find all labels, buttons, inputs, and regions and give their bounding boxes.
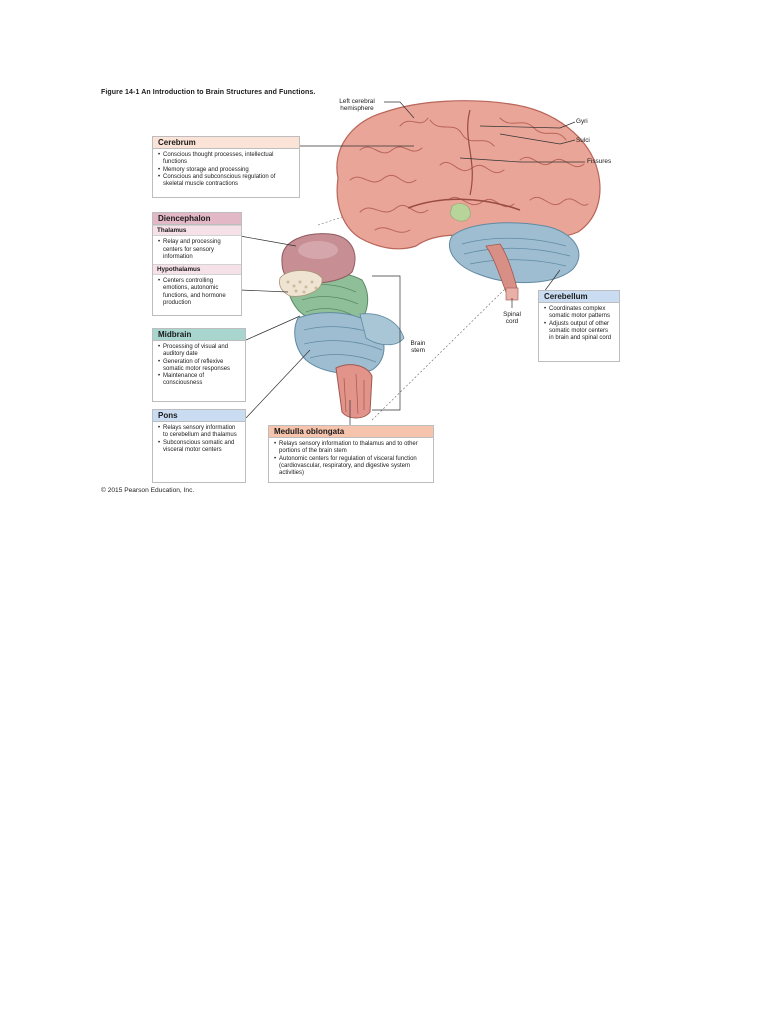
hypothalamus-subtitle: Hypothalamus [153,264,241,276]
leader-gyri [479,121,576,129]
list-item: Centers controlling emotions, autonomic … [158,278,236,307]
lateral-fissure [407,198,521,211]
list-item: Generation of reflexive somatic motor re… [158,359,240,373]
midbrain-title: Midbrain [153,329,245,342]
brain-stem-bracket [372,275,401,411]
list-item: Relays sensory information to cerebellum… [158,425,240,439]
cerebrum-shape [336,100,601,250]
list-item: Memory storage and processing [158,167,294,174]
thalamus-list: Relay and processing centers for sensory… [153,236,241,264]
list-item: Relays sensory information to thalamus a… [274,441,428,455]
diencephalon-title: Diencephalon [153,213,241,226]
midbrain-box: Midbrain Processing of visual and audito… [152,328,246,402]
leader-fissures [459,157,585,163]
cerebellum-list: Coordinates complex somatic motor patter… [539,303,619,345]
cerebellar-peduncle [359,313,405,346]
label-fissures: Fissures [587,158,612,165]
medulla-list: Relays sensory information to thalamus a… [269,438,433,480]
list-item: Autonomic centers for regulation of visc… [274,456,428,478]
diencephalon-box: Diencephalon Thalamus Relay and processi… [152,212,242,316]
leader-pons [245,349,311,419]
pons-box: Pons Relays sensory information to cereb… [152,409,246,483]
medulla-shape [335,364,373,419]
cerebellum-shape [449,222,580,284]
leader-thalamus [239,235,297,247]
figure-title: Figure 14-1 An Introduction to Brain Str… [101,89,316,96]
cerebellum-title: Cerebellum [539,291,619,304]
pons-title: Pons [153,410,245,423]
insula-patch [449,203,471,222]
cerebrum-list: Conscious thought processes, intellectua… [153,149,299,191]
cerebrum-gyri [349,117,589,233]
list-item: Subconscious somatic and visceral motor … [158,440,240,454]
hypothalamus-shape [279,270,323,297]
leader-hypothalamus [239,289,289,293]
list-item: Conscious thought processes, intellectua… [158,152,294,166]
list-item: Maintenance of consciousness [158,373,240,387]
list-item: Coordinates complex somatic motor patter… [544,306,614,320]
medulla-title: Medulla oblongata [269,426,433,439]
brain-illustration [239,100,601,426]
central-sulcus [467,109,473,196]
medulla-box: Medulla oblongata Relays sensory informa… [268,425,434,483]
pons-list: Relays sensory information to cerebellum… [153,422,245,457]
leader-midbrain [245,315,301,341]
brainstem-detail [279,233,405,419]
thalamus-subtitle: Thalamus [153,225,241,237]
cerebellum-box: Cerebellum Coordinates complex somatic m… [538,290,620,362]
list-item: Adjusts output of other somatic motor ce… [544,321,614,343]
hypothalamus-list: Centers controlling emotions, autonomic … [153,275,241,310]
pons-shape [294,312,385,375]
cerebellum-folia [461,237,571,267]
label-gyri: Gyri [576,118,588,125]
label-sulci: Sulci [576,137,590,144]
list-item: Relay and processing centers for sensory… [158,239,236,261]
leader-hemisphere [384,101,415,119]
projection-line-lower [371,281,513,421]
midbrain-list: Processing of visual and auditory date G… [153,341,245,390]
list-item: Processing of visual and auditory date [158,344,240,358]
thalamus-highlight [298,241,338,259]
cerebrum-box: Cerebrum Conscious thought processes, in… [152,136,300,198]
cerebrum-title: Cerebrum [153,137,299,150]
list-item: Conscious and subconscious regulation of… [158,174,294,188]
leader-sulci [499,133,576,145]
copyright-notice: © 2015 Pearson Education, Inc. [101,487,195,494]
